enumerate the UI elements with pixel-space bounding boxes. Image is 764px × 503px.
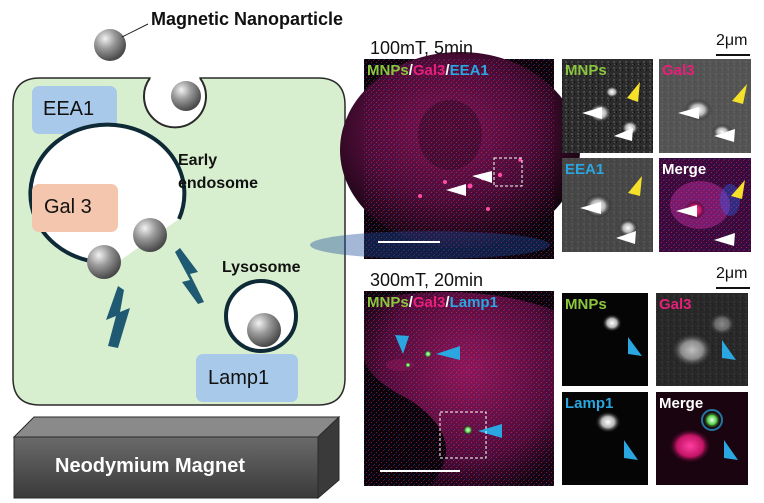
lysosome-label: Lysosome	[222, 259, 301, 276]
bottom-main-arrow-3	[478, 424, 502, 438]
pit-nanoparticle	[171, 81, 201, 111]
top-scalebar-label: 2μm	[716, 32, 748, 49]
rupture-lightning-icon-2	[175, 248, 204, 304]
bottom-scalebar	[716, 287, 750, 289]
top-condition-label: 100mT, 5min	[370, 38, 474, 58]
top-scalebar	[716, 54, 750, 56]
schematic	[12, 23, 346, 500]
bottom-panel-gal3-label: Gal3	[659, 296, 692, 313]
nanoparticle-label: Magnetic Nanoparticle	[151, 9, 344, 29]
lamp1-label: Lamp1	[208, 367, 270, 389]
early-endosome-label-line2: endosome	[178, 175, 259, 192]
top-main-channel-gal3: Gal3	[412, 62, 446, 79]
magnet-label: Neodymium Magnet	[55, 455, 246, 477]
top-panel-merge	[659, 158, 751, 252]
gal3-label: Gal 3	[44, 196, 92, 218]
top-main-arrow-2	[472, 171, 492, 183]
bottom-main-channel-gal3: Gal3	[412, 294, 446, 311]
bottom-main-sep-2: /	[445, 294, 450, 311]
eea1-label: EEA1	[43, 98, 95, 120]
top-main-micrograph	[310, 52, 580, 259]
bottom-panel-lamp1	[562, 392, 648, 485]
bottom-zoom-box	[439, 411, 487, 459]
top-main-channel-label: MNPs/Gal3/EEA1	[367, 62, 489, 79]
bottom-main-micrograph	[364, 291, 554, 486]
top-panel-merge-label: Merge	[662, 161, 707, 178]
top-image-block	[310, 52, 751, 259]
lysosome-nanoparticle	[247, 313, 281, 347]
bottom-panel-mnps	[562, 293, 648, 386]
bottom-panel-merge-label: Merge	[659, 395, 704, 412]
top-main-arrow-1	[446, 184, 466, 196]
eea1-box	[32, 86, 117, 134]
nanoparticle-pointer-line	[121, 23, 149, 38]
bottom-main-channel-label: MNPs/Gal3/Lamp1	[367, 294, 498, 311]
top-main-sep-1: /	[408, 62, 413, 79]
bottom-image-block	[364, 287, 750, 486]
bottom-panel-merge	[656, 392, 748, 485]
top-panel-gal3-label: Gal3	[662, 62, 695, 79]
bottom-panel-gal3	[656, 293, 748, 386]
lamp1-box	[196, 354, 298, 402]
neodymium-magnet-icon	[12, 415, 341, 500]
top-panel-eea1-label: EEA1	[565, 161, 605, 178]
top-main-channel-mnps: MNPs	[367, 62, 409, 79]
endosome-nanoparticle-2	[87, 245, 121, 279]
rupture-lightning-icon-1	[106, 286, 130, 348]
bottom-main-channel-mnps: MNPs	[367, 294, 409, 311]
top-main-sep-2: /	[445, 62, 450, 79]
bottom-panel-lamp1-label: Lamp1	[565, 395, 614, 412]
bottom-condition-label: 300mT, 20min	[370, 270, 484, 290]
top-panel-eea1	[562, 158, 653, 252]
top-main-scalebar	[378, 241, 440, 243]
early-endosome-label-line1: Early	[178, 152, 218, 169]
free-nanoparticle	[94, 29, 126, 61]
bottom-main-sep-1: /	[408, 294, 413, 311]
top-panel-mnps	[562, 59, 653, 153]
gal3-box	[32, 184, 118, 232]
bottom-main-scalebar	[380, 470, 460, 472]
top-main-channel-eea1: EEA1	[449, 62, 489, 79]
bottom-main-channel-lamp1: Lamp1	[449, 294, 498, 311]
bottom-main-arrow-1	[395, 335, 409, 354]
bottom-panel-mnps-label: MNPs	[565, 296, 607, 313]
top-zoom-box	[493, 157, 523, 187]
top-panel-gal3	[659, 59, 751, 153]
endosome-nanoparticle-1	[133, 218, 167, 252]
top-panel-mnps-label: MNPs	[565, 62, 607, 79]
bottom-scalebar-label: 2μm	[716, 265, 748, 282]
bottom-main-arrow-2	[436, 346, 460, 360]
